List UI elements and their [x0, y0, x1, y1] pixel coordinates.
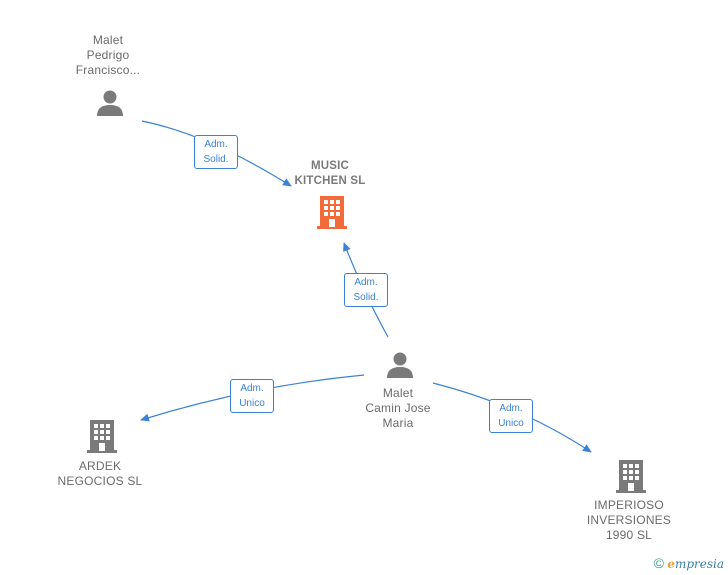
node-label: ARDEK NEGOCIOS SL	[57, 459, 143, 488]
edge-badge-adm-unico[interactable]: Adm. Unico	[230, 379, 274, 413]
building-icon[interactable]	[86, 418, 118, 454]
edge-badge-adm-unico[interactable]: Adm. Unico	[489, 399, 533, 433]
node-music-kitchen[interactable]: MUSIC KITCHEN SL	[270, 159, 390, 189]
node-imperioso[interactable]: IMPERIOSO INVERSIONES 1990 SL	[574, 498, 684, 543]
node-label: IMPERIOSO INVERSIONES 1990 SL	[586, 498, 672, 542]
node-malet-pedrigo[interactable]: Malet Pedrigo Francisco...	[60, 33, 156, 78]
node-label: Malet Camin Jose Maria	[365, 386, 431, 430]
node-label: Malet Pedrigo Francisco...	[75, 33, 141, 77]
person-icon[interactable]	[95, 88, 125, 118]
building-icon[interactable]	[615, 458, 647, 494]
edge-badge-adm-solid[interactable]: Adm. Solid.	[194, 135, 238, 169]
node-ardek[interactable]: ARDEK NEGOCIOS SL	[45, 459, 155, 489]
brand-footer: © empresia	[654, 555, 724, 571]
person-icon[interactable]	[385, 350, 415, 380]
building-icon[interactable]	[316, 194, 348, 230]
copyright-symbol: ©	[653, 555, 664, 571]
edge-badge-adm-solid[interactable]: Adm. Solid.	[344, 273, 388, 307]
node-malet-camin[interactable]: Malet Camin Jose Maria	[350, 386, 446, 431]
node-label: MUSIC KITCHEN SL	[294, 160, 366, 187]
brand-logo: empresia	[667, 557, 724, 571]
